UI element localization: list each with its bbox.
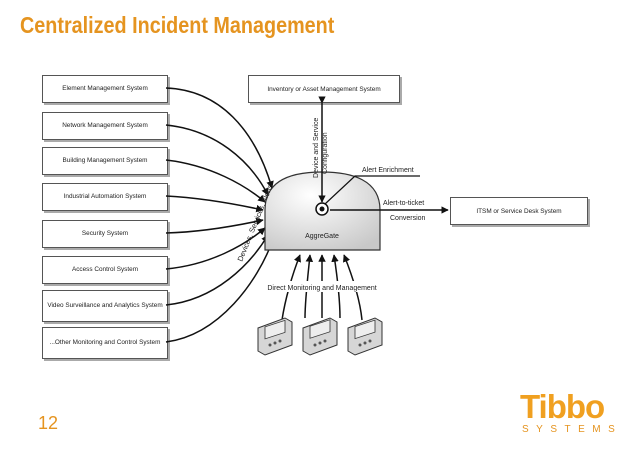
- source-arrows: [165, 87, 274, 343]
- logo-subtitle: SYSTEMS: [522, 424, 623, 435]
- arrow-source-3: [165, 159, 266, 203]
- device-panel-3: [347, 317, 383, 356]
- label-alert-enrichment: Alert Enrichment: [362, 167, 414, 174]
- arrow-source-1: [165, 87, 274, 189]
- source-box-network-management: Network Management System: [42, 112, 168, 140]
- label-direct-monitoring: Direct Monitoring and Management: [267, 285, 376, 292]
- tibbo-logo: Tibbo SYSTEMS: [520, 388, 628, 440]
- device-panel-2: [302, 317, 338, 356]
- source-box-element-management: Element Management System: [42, 75, 168, 103]
- source-box-industrial-automation: Industrial Automation System: [42, 183, 168, 211]
- arrow-source-2: [165, 124, 269, 196]
- hub-label: AggreGate: [305, 233, 339, 240]
- source-box-other-monitoring: ...Other Monitoring and Control System: [42, 327, 168, 359]
- arrow-source-7: [165, 234, 269, 306]
- source-box-building-management: Building Management System: [42, 147, 168, 175]
- page-number: 12: [38, 413, 59, 433]
- source-box-access-control: Access Control System: [42, 256, 168, 284]
- label-alert-ticket-1: Alert-to-ticket: [383, 200, 424, 207]
- source-box-video-surveillance: Video Surveillance and Analytics System: [42, 290, 168, 322]
- arrow-source-6: [165, 227, 266, 270]
- source-box-security: Security System: [42, 220, 168, 248]
- label-device-config-1: Device and Service: [313, 118, 320, 178]
- direct-monitoring-label-bg: [258, 281, 384, 292]
- device-panel-1: [257, 317, 293, 356]
- alert-enrichment-line: [324, 175, 420, 205]
- arrow-source-8: [165, 241, 274, 343]
- hub-core-dot: [319, 206, 325, 212]
- logo-word: Tibbo: [520, 388, 605, 425]
- itsm-box: ITSM or Service Desk System: [450, 197, 588, 225]
- label-device-config-2: Configuration: [322, 132, 329, 174]
- arrow-source-4: [165, 195, 264, 213]
- slide-title: Centralized Incident Management: [20, 12, 335, 38]
- arrow-source-5: [165, 217, 264, 234]
- label-alert-ticket-2: Conversion: [390, 215, 426, 222]
